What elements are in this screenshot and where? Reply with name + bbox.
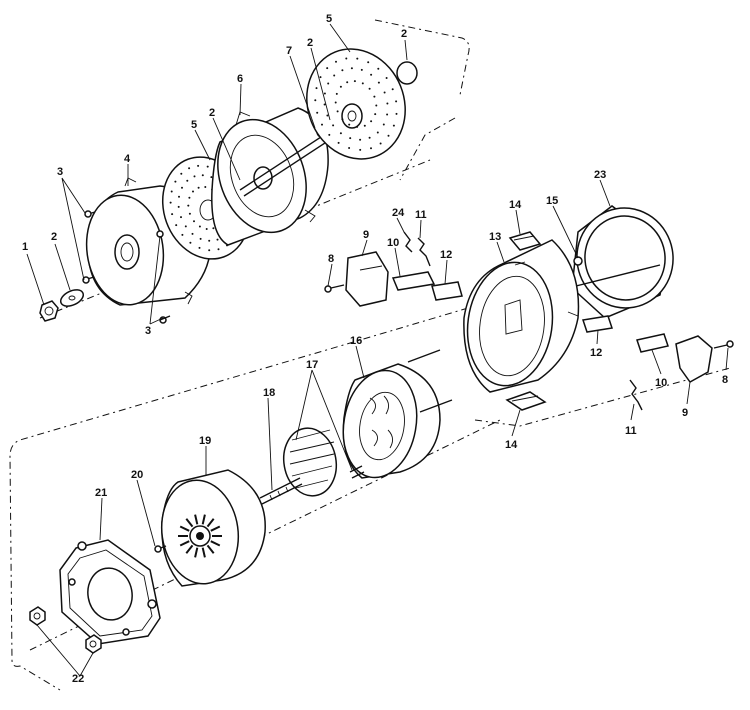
callout-2: 2	[209, 107, 215, 119]
upper-group-outline	[374, 19, 470, 181]
end-plate-part-21	[59, 539, 161, 645]
callout-5: 5	[326, 13, 332, 25]
callout-1: 1	[22, 241, 28, 253]
stator-part-16	[342, 349, 453, 479]
rear-housing-part-13	[463, 239, 580, 393]
callout-15: 15	[546, 195, 558, 207]
washer-part-2-rear	[396, 61, 418, 85]
callout-22: 22	[72, 673, 84, 685]
brush-part-14-lower	[505, 391, 547, 411]
brush-part-10-right	[636, 333, 669, 353]
front-housing-part-4	[85, 177, 212, 306]
callout-7: 7	[286, 45, 292, 57]
screw-part-8-right	[713, 340, 734, 349]
fan-part-19	[160, 469, 266, 587]
washer-part-2	[59, 289, 85, 307]
callout-24: 24	[392, 207, 405, 219]
callout-13: 13	[489, 231, 501, 243]
callout-11: 11	[415, 209, 427, 221]
callout-9: 9	[363, 229, 369, 241]
callout-21: 21	[95, 487, 107, 499]
screw-part-3-lower	[156, 230, 171, 324]
callout-17: 17	[306, 359, 318, 371]
brush-part-10-left	[391, 271, 436, 291]
callout-8: 8	[722, 374, 728, 386]
callout-9: 9	[682, 407, 688, 419]
callout-12: 12	[590, 347, 602, 359]
stator-frame-part-6	[211, 107, 329, 246]
brush-part-14-upper	[508, 231, 542, 251]
screw-part-20	[154, 545, 167, 553]
brush-holder-part-9-right	[675, 335, 713, 383]
brush-holder-part-9-left	[345, 251, 389, 307]
callout-19: 19	[199, 435, 211, 447]
callout-10: 10	[655, 377, 667, 389]
screw-part-3-mid	[82, 276, 95, 284]
nut-part-1	[39, 300, 59, 322]
spring-part-11-right	[629, 379, 643, 411]
cover-ring-part-23	[571, 205, 674, 319]
fan-disc-part-5-rear	[306, 48, 406, 160]
callout-4: 4	[124, 153, 131, 165]
callout-16: 16	[350, 335, 362, 347]
nut-part-22-left	[29, 606, 46, 626]
callout-3: 3	[145, 325, 151, 337]
callout-11: 11	[625, 425, 637, 437]
screw-part-8-left	[324, 284, 345, 293]
callout-2: 2	[307, 37, 313, 49]
callout-23: 23	[594, 169, 606, 181]
callout-20: 20	[131, 469, 143, 481]
callout-14: 14	[509, 199, 522, 211]
callout-3: 3	[57, 166, 63, 178]
spring-part-24	[403, 231, 413, 253]
callout-8: 8	[328, 253, 334, 265]
spring-part-11-left	[417, 237, 431, 267]
screw-part-3-upper	[84, 210, 96, 218]
brush-part-12-right	[582, 315, 613, 333]
callouts: 1 2 2 2 2 3 3 4 5 5 6 7 8 8 9 9 10 10 11…	[22, 13, 728, 685]
callout-12: 12	[440, 249, 452, 261]
callout-6: 6	[237, 73, 243, 85]
callout-10: 10	[387, 237, 399, 249]
brush-part-12-left	[431, 281, 463, 301]
callout-2: 2	[401, 28, 407, 40]
callout-18: 18	[263, 387, 275, 399]
callout-2: 2	[51, 231, 57, 243]
shaft-part-18	[259, 477, 303, 505]
callout-5: 5	[191, 119, 197, 131]
right-group-outline	[474, 367, 731, 427]
callout-14: 14	[505, 439, 518, 451]
lower-group-outline	[9, 307, 469, 691]
leader-lines	[26, 23, 729, 677]
nut-part-22-right	[85, 634, 102, 654]
